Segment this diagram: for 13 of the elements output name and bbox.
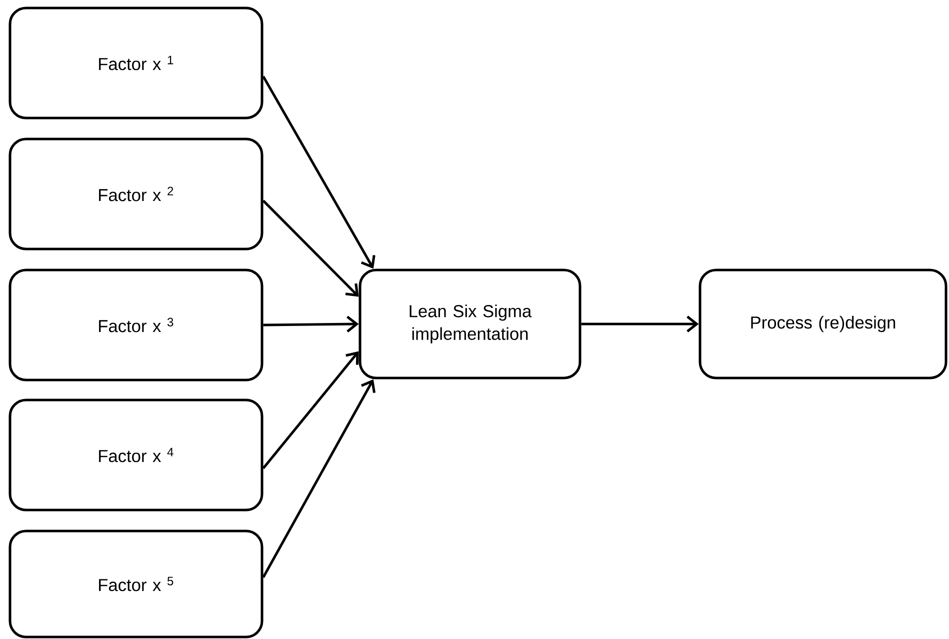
process-box: Factor x $^{4}$ bbox=[8, 398, 264, 512]
process-box: Factor x $^{1}$ bbox=[8, 6, 264, 120]
arrow bbox=[581, 316, 699, 332]
arrow bbox=[262, 379, 376, 578]
process-box: Lean Six Sigma implementation bbox=[358, 268, 582, 380]
arrow bbox=[262, 76, 376, 269]
arrow bbox=[263, 316, 359, 332]
arrow bbox=[262, 351, 359, 470]
process-box: Factor x $^{2}$ bbox=[8, 138, 264, 250]
arrow bbox=[262, 200, 359, 297]
process-box: Factor x $^{5}$ bbox=[8, 530, 264, 638]
process-box: Factor x $^{3}$ bbox=[8, 268, 264, 382]
process-box: Process (re)design bbox=[698, 268, 948, 380]
